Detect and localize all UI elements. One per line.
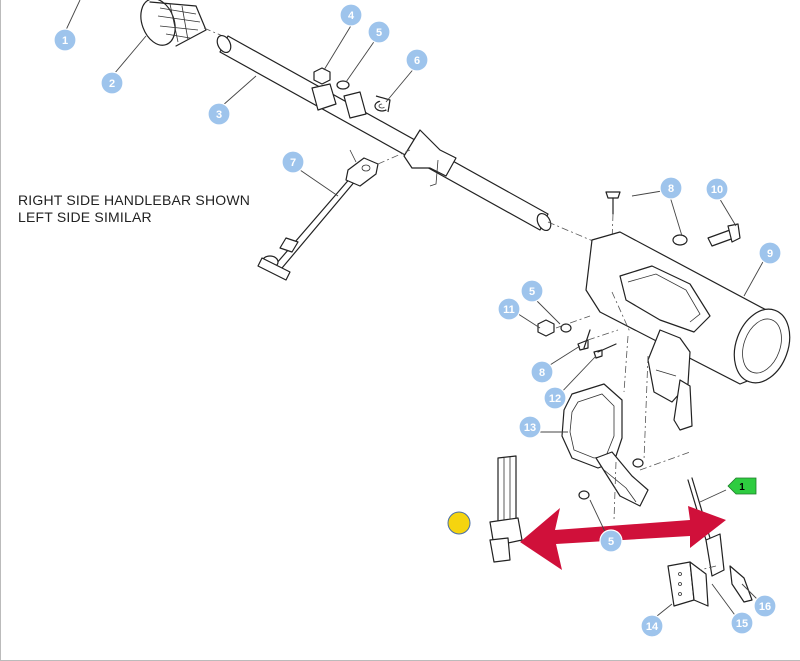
callout-bubble [753,594,777,618]
callout-label: 13 [524,422,536,434]
callout-bubble [599,529,623,553]
callout-label: 8 [668,183,674,195]
callout-2: 2 [100,71,124,95]
callout-bubble [339,3,363,27]
callout-bubble [520,279,544,303]
callout-label: 16 [759,601,771,613]
callout-4: 4 [339,3,363,27]
callout-bubble [518,415,542,439]
callout-label: 10 [711,184,723,196]
callout-bubble [659,176,683,200]
callout-label: 14 [646,621,659,633]
callout-bubble [367,20,391,44]
callout-label: 8 [539,367,545,379]
callout-10: 10 [705,177,729,201]
part-handlebar-housing [585,231,791,431]
revision-flag-label: 1 [739,482,745,493]
callout-bubble [730,611,754,635]
callout-label: 4 [348,10,355,22]
callout-1: 1 [53,28,77,52]
revision-flag: 1 [727,477,757,495]
callout-bubble [640,614,664,638]
callout-label: 7 [290,157,296,169]
callout-label: 5 [376,27,382,39]
part-lever-frame [561,335,691,521]
callout-11: 11 [497,297,521,321]
callout-15: 15 [730,611,754,635]
callout-bubble [405,48,429,72]
callout-bubble [530,360,554,384]
callout-9: 9 [758,241,782,265]
callout-5: 5 [367,20,391,44]
note-line-2: LEFT SIDE SIMILAR [18,209,152,225]
callout-14: 14 [640,614,664,638]
part-hardware-top [313,67,391,113]
callout-label: 12 [549,393,561,405]
yellow-marker[interactable] [447,511,471,535]
callout-7: 7 [281,150,305,174]
callout-bubble [705,177,729,201]
callout-label: 6 [414,55,420,67]
callout-8: 8 [659,176,683,200]
callout-bubble [543,386,567,410]
callout-8: 8 [530,360,554,384]
double-arrow [520,506,726,570]
callout-6: 6 [405,48,429,72]
callout-label: 3 [216,109,222,121]
callout-bubble [497,297,521,321]
callout-12: 12 [543,386,567,410]
callout-label: 15 [736,618,748,630]
callout-5: 5 [599,529,623,553]
callout-5: 5 [520,279,544,303]
part-screws-upper [605,191,741,247]
callout-16: 16 [753,594,777,618]
callout-label: 5 [608,536,614,548]
note-line-1: RIGHT SIDE HANDLEBAR SHOWN [18,192,251,208]
callout-bubble [758,241,782,265]
part-grip-end [140,0,207,47]
part-tie-rod [257,149,411,281]
callout-bubble [207,102,231,126]
callout-bubble [53,28,77,52]
callout-label: 5 [529,286,535,298]
callout-label: 11 [503,304,515,316]
callout-bubble [100,71,124,95]
callout-3: 3 [207,102,231,126]
callout-label: 9 [767,248,773,260]
callout-label: 1 [62,35,68,47]
part-hardware-lower [537,315,619,359]
callout-13: 13 [518,415,542,439]
callout-bubble [281,150,305,174]
part-connector [489,455,523,563]
callout-label: 2 [109,78,115,90]
part-handlebar-tube [203,27,601,245]
